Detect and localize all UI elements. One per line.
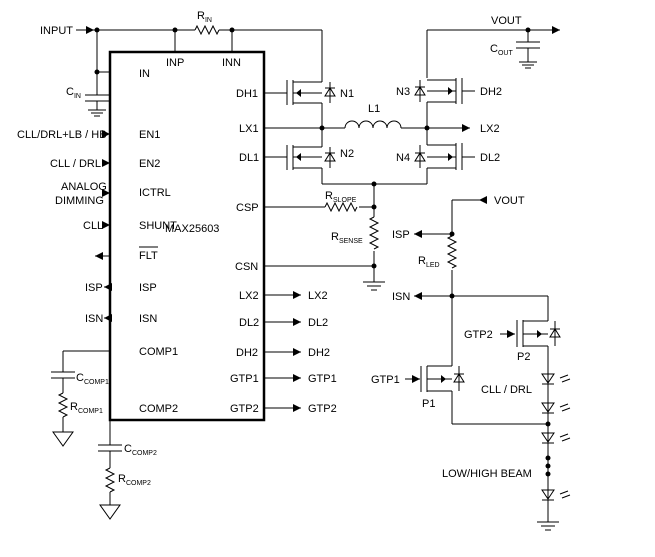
out-dh2-label: DH2 <box>308 347 330 359</box>
p1-label: P1 <box>422 398 435 410</box>
pin-comp1: COMP1 <box>139 346 178 358</box>
pin-comp2: COMP2 <box>139 403 178 415</box>
l1-inductor <box>344 120 402 129</box>
vout-right-label: VOUT <box>494 195 525 207</box>
pin-gtp1: GTP1 <box>230 373 259 385</box>
l1-label: L1 <box>368 103 380 115</box>
pin-flt: FLT <box>139 250 158 262</box>
pin-dl2: DL2 <box>239 317 259 329</box>
pin-inp: INP <box>166 57 184 69</box>
en2-input-label: CLL / DRL <box>50 158 101 170</box>
p2-label: P2 <box>517 351 530 363</box>
rled-resistor <box>446 235 458 269</box>
rcomp2-label: RCOMP2 <box>118 473 151 487</box>
p2-body-diode <box>549 321 561 346</box>
dh2-label: DH2 <box>480 86 502 98</box>
rin-resistor <box>194 24 220 36</box>
rcomp1-label: RCOMP1 <box>70 401 103 415</box>
pin-shunt: SHUNT <box>139 220 177 232</box>
cout-label: COUT <box>490 43 513 57</box>
led-3 <box>541 432 571 444</box>
left-isp-label: ISP <box>85 282 103 294</box>
n3-body-diode <box>414 80 426 102</box>
n2-body-diode <box>324 147 336 168</box>
ictrl-input-label-1: ANALOG <box>61 181 107 193</box>
led-group2-label: LOW/HIGH BEAM <box>442 468 532 480</box>
rsense-label: RSENSE <box>331 231 363 245</box>
vout-top-label: VOUT <box>491 15 522 27</box>
rcomp2-resistor <box>104 467 116 493</box>
pin-en2: EN2 <box>139 158 160 170</box>
pin-lx2: LX2 <box>239 290 259 302</box>
pin-isp: ISP <box>139 282 157 294</box>
led-group1-label: CLL / DRL <box>481 384 532 396</box>
out-gtp2-label: GTP2 <box>308 403 337 415</box>
led-2 <box>541 402 571 414</box>
pin-dh2: DH2 <box>236 347 258 359</box>
ictrl-input-label-2: DIMMING <box>55 195 104 207</box>
ccomp2-label: CCOMP2 <box>124 443 157 457</box>
rcomp1-resistor <box>57 392 69 418</box>
pin-inn: INN <box>222 57 241 69</box>
led-4 <box>541 489 571 501</box>
rin-label: RIN <box>197 10 212 24</box>
pin-dh1: DH1 <box>236 88 258 100</box>
shunt-input-label: CLL <box>83 220 103 232</box>
out-lx2-label: LX2 <box>308 290 328 302</box>
pin-lx1: LX1 <box>239 123 259 135</box>
pin-in: IN <box>139 68 150 80</box>
n4-body-diode <box>414 145 426 168</box>
gtp2-label: GTP2 <box>464 329 493 341</box>
rsense-resistor <box>368 216 380 250</box>
n1-body-diode <box>324 82 336 103</box>
n1-label: N1 <box>340 88 354 100</box>
pin-gtp2: GTP2 <box>230 403 259 415</box>
rslope-label: RSLOPE <box>325 190 357 204</box>
rslope-resistor <box>324 201 358 213</box>
left-isn-label: ISN <box>85 313 103 325</box>
pin-en1: EN1 <box>139 129 160 141</box>
lx2-label: LX2 <box>480 123 500 135</box>
cin-label: CIN <box>66 86 81 100</box>
ccomp1-label: CCOMP1 <box>76 372 109 386</box>
pin-csp: CSP <box>236 202 259 214</box>
pin-csn: CSN <box>235 261 258 273</box>
en1-input-label: CLL/DRL+LB / HB <box>17 129 107 141</box>
out-dl2-label: DL2 <box>308 317 328 329</box>
n2-label: N2 <box>340 148 354 160</box>
pin-ictrl: ICTRL <box>139 187 171 199</box>
isn-label: ISN <box>392 291 410 303</box>
pin-isn: ISN <box>139 313 157 325</box>
n4-label: N4 <box>396 152 410 164</box>
dl2-label: DL2 <box>480 152 500 164</box>
p1-body-diode <box>453 366 465 391</box>
led-1 <box>541 373 571 385</box>
input-label: INPUT <box>40 25 73 37</box>
n3-label: N3 <box>396 86 410 98</box>
out-gtp1-label: GTP1 <box>308 373 337 385</box>
rled-label: RLED <box>418 255 440 269</box>
gtp1-label: GTP1 <box>371 374 400 386</box>
isp-label: ISP <box>392 229 410 241</box>
ic-body <box>108 50 266 422</box>
ic-name: MAX25603 <box>165 223 219 235</box>
pin-dl1: DL1 <box>239 152 259 164</box>
